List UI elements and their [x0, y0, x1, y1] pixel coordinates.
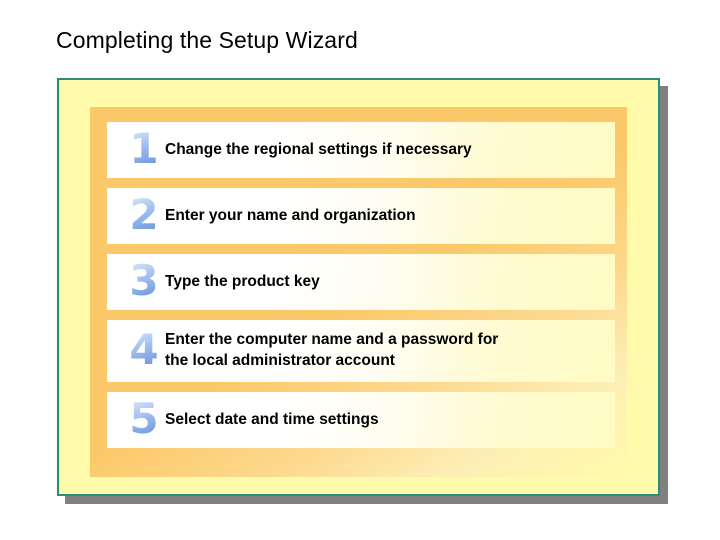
- step-label-4: Enter the computer name and a password f…: [165, 330, 615, 371]
- inner-frame: 1 Change the regional settings if necess…: [90, 107, 627, 477]
- step-label-2: Enter your name and organization: [165, 206, 615, 227]
- page-title: Completing the Setup Wizard: [56, 27, 358, 53]
- step-label-3: Type the product key: [165, 272, 615, 293]
- step-label-1-line-1: Change the regional settings if necessar…: [165, 140, 472, 158]
- step-label-2-line-1: Enter your name and organization: [165, 206, 416, 224]
- step-number-3: 3: [121, 260, 167, 302]
- step-item-5[interactable]: 5 Select date and time settings: [107, 392, 615, 448]
- step-number-2: 2: [121, 194, 167, 236]
- step-label-1: Change the regional settings if necessar…: [165, 140, 615, 161]
- step-item-2[interactable]: 2 Enter your name and organization: [107, 188, 615, 244]
- step-list: 1 Change the regional settings if necess…: [107, 122, 615, 448]
- step-label-5-line-1: Select date and time settings: [165, 410, 379, 428]
- step-label-4-line-1: Enter the computer name and a password f…: [165, 331, 499, 349]
- step-item-1[interactable]: 1 Change the regional settings if necess…: [107, 122, 615, 178]
- step-label-3-line-1: Type the product key: [165, 272, 320, 290]
- step-label-5: Select date and time settings: [165, 410, 615, 431]
- step-number-4: 4: [121, 329, 167, 371]
- step-number-1: 1: [121, 128, 167, 170]
- step-label-4-line-2: the local administrator account: [165, 352, 395, 369]
- step-item-4[interactable]: 4 Enter the computer name and a password…: [107, 320, 615, 382]
- step-item-3[interactable]: 3 Type the product key: [107, 254, 615, 310]
- step-number-5: 5: [121, 398, 167, 440]
- content-panel: 1 Change the regional settings if necess…: [57, 78, 660, 496]
